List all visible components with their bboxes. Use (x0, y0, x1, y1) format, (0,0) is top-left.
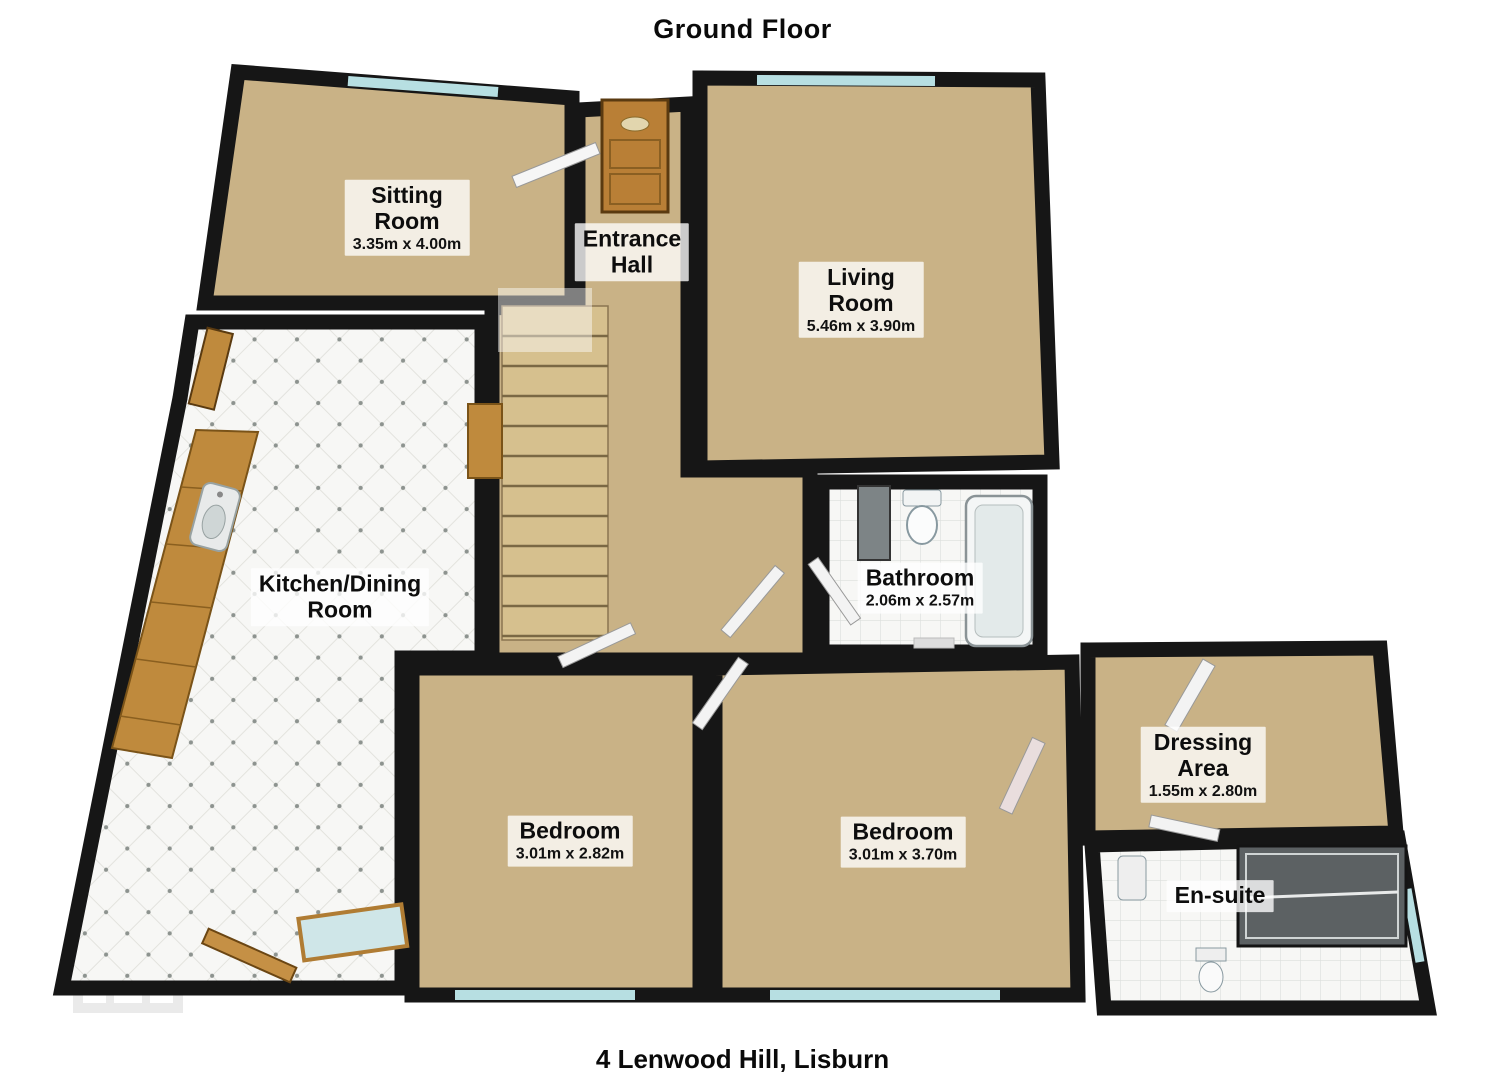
room-name: En-suite (1174, 882, 1266, 909)
room-name: Bedroom (852, 818, 954, 845)
kitchen-sink (189, 481, 241, 553)
room-name: Entrance Hall (582, 225, 682, 277)
door-leaf (691, 656, 749, 731)
room-name: Living Room (827, 263, 895, 316)
patio-door (200, 927, 298, 984)
door-leaf (1148, 814, 1221, 842)
room-label-kitchen-dining: Kitchen/Dining Room (250, 568, 430, 626)
toilet-bowl (906, 505, 938, 545)
room-name: Bedroom (519, 817, 621, 844)
doors (187, 98, 1221, 984)
room-label-entrance-hall: Entrance Hall (574, 223, 690, 281)
toilet-cistern (902, 489, 942, 507)
kitchen-counter (110, 403, 503, 760)
room-name: Dressing Area (1153, 728, 1253, 781)
room-dims: 3.35m x 4.00m (352, 235, 462, 253)
room-dims: 3.01m x 3.70m (848, 846, 958, 864)
window-sitting-room (347, 76, 499, 97)
door-leaf (557, 622, 637, 669)
page-caption: 4 Lenwood Hill, Lisburn (595, 1044, 890, 1074)
bath-mat (913, 637, 955, 649)
room-label-bedroom-2: Bedroom 3.01m x 3.70m (840, 816, 966, 868)
door-leaf (720, 564, 786, 639)
door-leaf (807, 556, 862, 626)
room-label-dressing-area: Dressing Area 1.55m x 2.80m (1140, 726, 1266, 804)
patio-door-open (296, 902, 410, 963)
room-dims: 5.46m x 3.90m (806, 317, 916, 335)
page-title: Ground Floor (653, 14, 832, 44)
room-label-living-room: Living Room 5.46m x 3.90m (798, 261, 924, 339)
kitchen-dining-floor (52, 314, 490, 996)
room-dims: 2.06m x 2.57m (865, 592, 975, 610)
bathroom-fixtures (857, 485, 1034, 649)
room-label-bedroom-1: Bedroom 3.01m x 2.82m (507, 815, 633, 867)
room-name: Sitting Room (371, 181, 443, 234)
staircase (498, 288, 609, 641)
ensuite-basin (1117, 855, 1147, 901)
room-dims: 1.55m x 2.80m (1148, 782, 1258, 800)
door-leaf (511, 141, 601, 189)
shower-panel (857, 485, 891, 561)
windows (347, 75, 1425, 1000)
room-dims: 3.01m x 2.82m (515, 845, 625, 863)
door-leaf (998, 736, 1046, 815)
kitchen-exterior-door (187, 326, 235, 411)
room-name: Kitchen/Dining Room (258, 570, 422, 622)
room-name: Bathroom (865, 564, 975, 591)
ensuite-toilet-cistern (1195, 947, 1227, 962)
window-ensuite (1402, 888, 1425, 963)
kitchen-tall-cabinet (467, 403, 503, 479)
window-living-room (756, 75, 936, 86)
room-label-ensuite: En-suite (1166, 880, 1274, 912)
front-door (600, 98, 670, 214)
room-label-sitting-room: Sitting Room 3.35m x 4.00m (344, 179, 470, 257)
ensuite-toilet-bowl (1198, 961, 1224, 993)
room-label-bathroom: Bathroom 2.06m x 2.57m (857, 562, 983, 614)
